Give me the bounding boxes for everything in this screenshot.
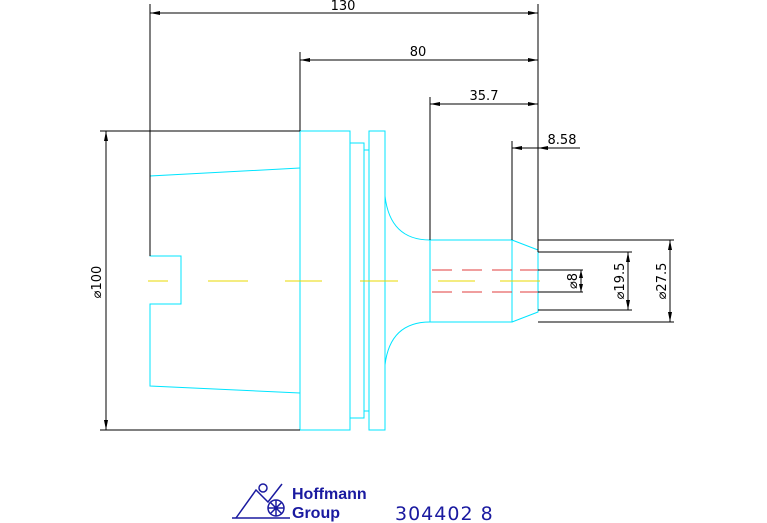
logo-mark-icon — [232, 483, 290, 519]
dim-shank-inner-diameter: ⌀19.5 — [613, 263, 628, 300]
dimension-arrows — [104, 11, 672, 430]
dim-body-diameter: ⌀100 — [90, 266, 105, 299]
brand-name-line-1: Hoffmann — [292, 486, 367, 503]
hoffmann-logo: Hoffmann Group — [232, 483, 367, 522]
dim-shank-outer-diameter: ⌀27.5 — [655, 263, 670, 300]
dim-overall-length: 130 — [331, 0, 356, 14]
brand-name-line-2: Group — [292, 505, 340, 522]
flange-fillet-top — [384, 195, 431, 241]
dim-tip-length: 8.58 — [548, 133, 577, 148]
flange-fillet-bottom — [384, 321, 431, 366]
part-number: 304402 8 — [395, 503, 494, 523]
dim-shank-length: 35.7 — [470, 89, 499, 104]
dim-bore-diameter: ⌀8 — [566, 273, 581, 289]
dim-body-length: 80 — [410, 45, 427, 60]
dimension-lines — [100, 4, 674, 431]
hidden-bore-lines — [432, 269, 538, 293]
